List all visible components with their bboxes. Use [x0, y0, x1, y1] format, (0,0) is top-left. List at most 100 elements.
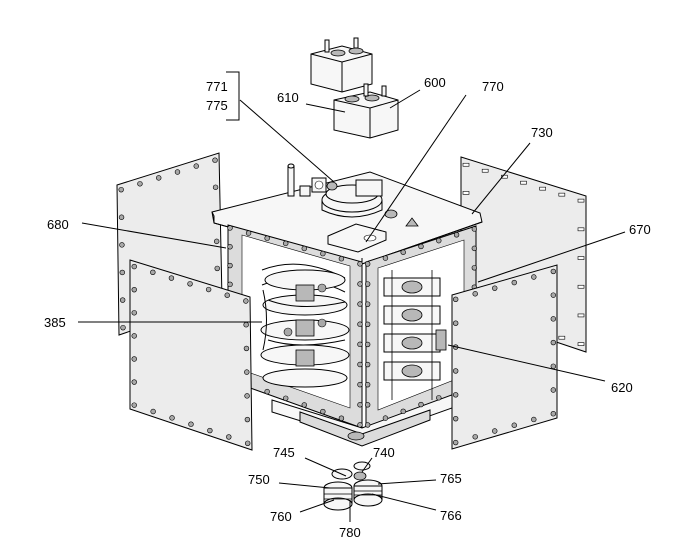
panel-bolt [492, 428, 498, 434]
panel-slot [462, 191, 470, 195]
panel-bolt [118, 214, 125, 220]
panel-slot [577, 313, 585, 318]
panel-bolt [364, 281, 371, 287]
panel-bolt [131, 286, 137, 293]
panel-bolt [550, 411, 557, 417]
panel-bolt [364, 422, 371, 428]
panel-bolt [452, 392, 459, 398]
panel-bolt [227, 262, 233, 269]
panel-bolt [364, 361, 371, 368]
panel-bolt [357, 281, 363, 287]
panel-bolt [511, 422, 517, 428]
panel-slot [481, 168, 489, 173]
panel-bolt [131, 402, 137, 408]
label-765: 765 [440, 471, 462, 486]
right-front-panel [451, 264, 558, 450]
panel-bolt [150, 269, 156, 276]
panel-bolt [168, 275, 175, 281]
panel-bolt [214, 265, 220, 272]
panel-bolt [226, 434, 232, 440]
panel-slot [577, 198, 585, 203]
panel-bolt [550, 316, 557, 322]
panel-bolt [243, 298, 249, 304]
panel-bolt [550, 292, 557, 298]
panel-bolt [131, 263, 137, 270]
panel-bolt [364, 381, 371, 388]
panel-bolt [119, 242, 125, 248]
panel-bolt [357, 361, 363, 368]
panel-bolt [471, 245, 478, 252]
panel-bolt [364, 321, 371, 327]
panel-bolt [119, 269, 125, 276]
panel-bolt [338, 415, 345, 421]
housing [211, 171, 483, 447]
panel-bolt [156, 175, 162, 181]
panel-bolt [531, 416, 537, 423]
panel-bolt [244, 440, 251, 446]
panel-bolt [224, 292, 230, 298]
panel-bolt [119, 297, 126, 303]
panel-bolt [205, 286, 212, 293]
label-771: 771 [206, 79, 228, 94]
panel-bolt [452, 439, 459, 446]
panel-bolt [244, 369, 250, 375]
right-rotor-stack [383, 270, 447, 400]
reference-numerals: 771 775 610 600 770 730 680 670 385 620 … [44, 75, 651, 540]
label-770: 770 [482, 79, 504, 94]
panel-bolt [131, 333, 137, 339]
label-775: 775 [206, 98, 228, 113]
panel-slot [577, 227, 585, 232]
label-670: 670 [629, 222, 651, 237]
panel-bolt [188, 421, 194, 427]
connector-block-lower [333, 83, 399, 139]
panel-bolt [213, 238, 220, 245]
panel-bolt [187, 281, 193, 287]
panel-bolt [511, 279, 517, 286]
label-610: 610 [277, 90, 299, 105]
panel-bolt [364, 402, 371, 408]
panel-bolt [452, 320, 459, 326]
panel-slot [577, 284, 585, 289]
panel-bolt [418, 401, 424, 408]
label-680: 680 [47, 217, 69, 232]
label-750: 750 [248, 472, 270, 487]
panel-bolt [550, 339, 557, 346]
panel-bolt [245, 230, 252, 236]
label-385: 385 [44, 315, 66, 330]
panel-bolt [364, 301, 371, 307]
panel-bolt [283, 395, 289, 401]
panel-bolt [400, 249, 406, 255]
panel-bolt [531, 274, 537, 280]
panel-bolt [436, 237, 442, 244]
panel-bolt [364, 341, 371, 348]
left-front-panel [129, 259, 253, 451]
panel-bolt [436, 395, 442, 401]
panel-bolt [264, 235, 270, 241]
panel-bolt [453, 232, 460, 238]
panel-bolt [452, 296, 459, 303]
panel-bolt [207, 427, 213, 434]
panel-bolt [243, 322, 249, 328]
panel-bolt [382, 415, 389, 421]
panel-bolt [472, 291, 478, 297]
panel-bolt [357, 381, 363, 388]
small-parts [323, 461, 383, 511]
panel-slot [462, 162, 470, 167]
left-rotor-stack [260, 263, 350, 388]
panel-bolt [264, 388, 270, 395]
panel-bolt [227, 244, 233, 250]
panel-bolt [137, 181, 143, 187]
panel-bolt [193, 163, 199, 169]
panel-bolt [131, 310, 137, 316]
panel-bolt [212, 157, 218, 163]
label-780: 780 [339, 525, 361, 540]
panel-bolt [283, 240, 289, 247]
panel-slot [539, 186, 546, 191]
panel-bolt [357, 422, 363, 428]
panel-bolt [357, 301, 363, 307]
label-766: 766 [440, 508, 462, 523]
leader-lines [78, 71, 626, 522]
label-730: 730 [531, 125, 553, 140]
panel-bolt [212, 184, 219, 190]
panel-bolt [131, 356, 137, 362]
